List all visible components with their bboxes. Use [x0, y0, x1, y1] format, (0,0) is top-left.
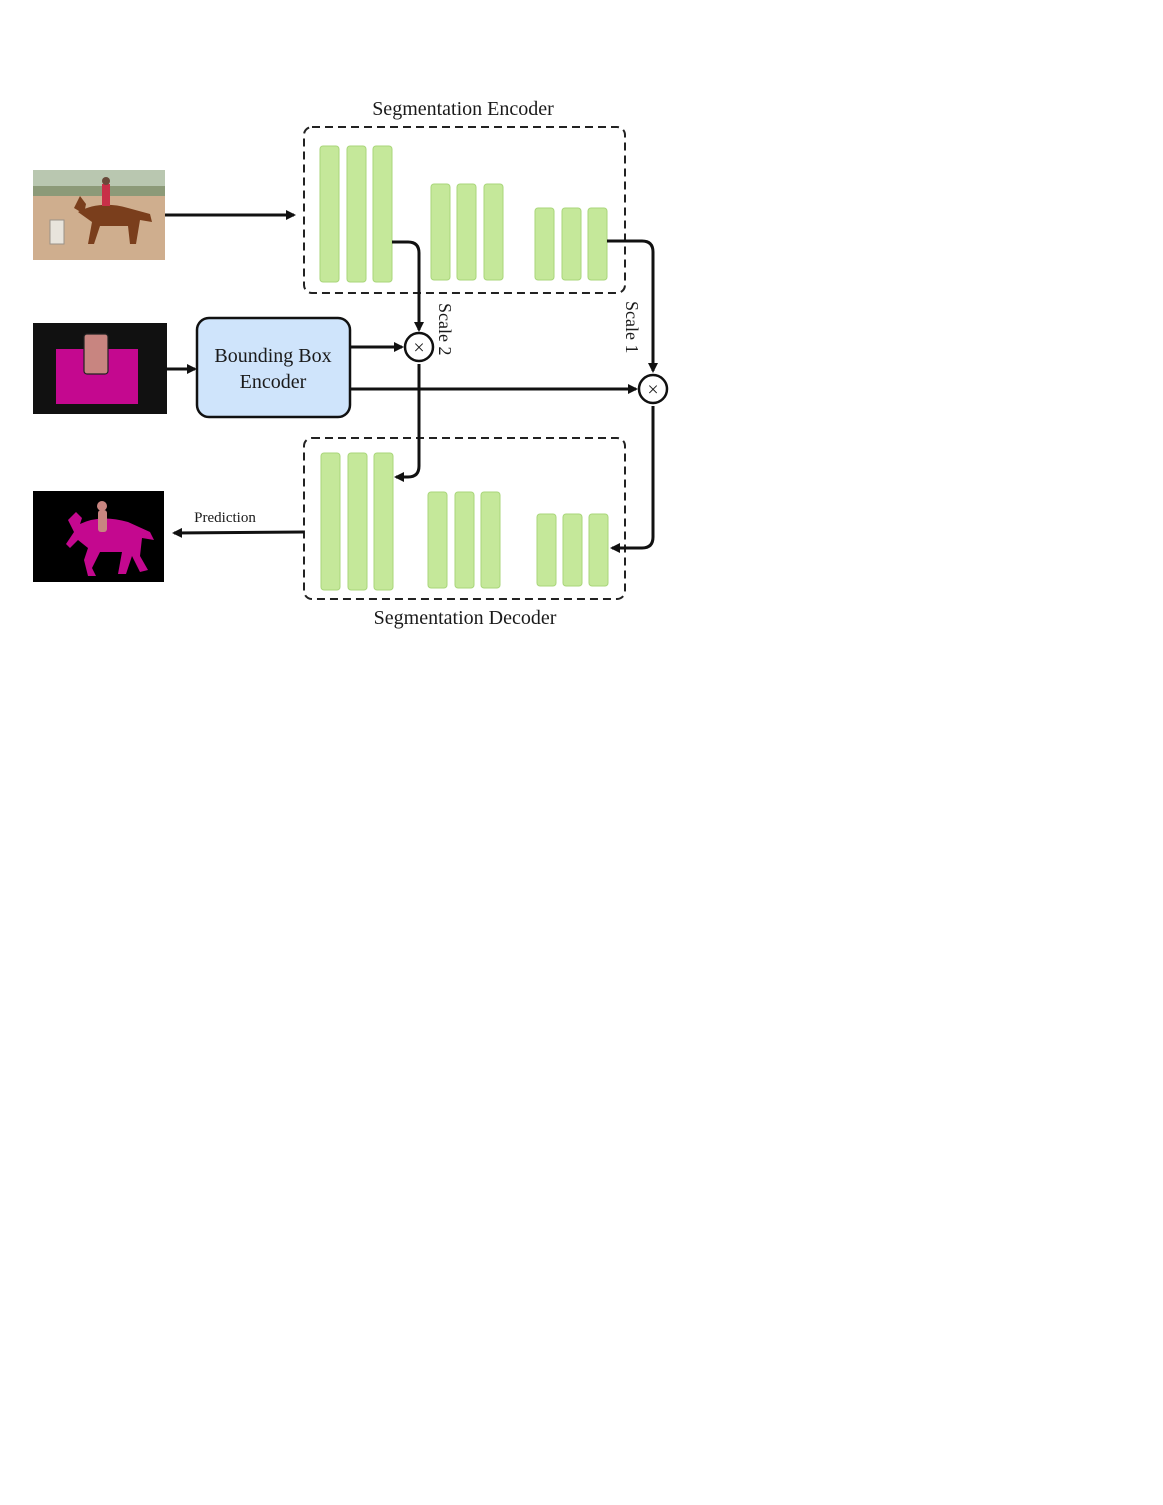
bounding-box-encoder-label-line2: Encoder	[240, 371, 307, 393]
decoder-bar-8	[562, 513, 583, 587]
decoder-bar-9	[588, 513, 609, 587]
prediction-mask-output	[33, 491, 164, 582]
input-photo	[33, 170, 165, 260]
multiply-symbol-scale1: ×	[647, 379, 658, 401]
scale-1-label: Scale 1	[622, 301, 642, 353]
decoder-feature-bars	[320, 452, 609, 591]
encoder-bar-1	[319, 145, 340, 283]
arrow-multiply-scale2-to-decoder	[394, 364, 421, 482]
scale-2-label: Scale 2	[435, 303, 455, 355]
bounding-box-encoder-label-line1: Bounding Box	[214, 345, 331, 367]
arrow-decoder-to-prediction	[172, 527, 305, 538]
encoder-bar-4	[430, 183, 451, 281]
arrow-multiply-scale1-to-decoder	[610, 406, 655, 553]
encoder-bar-5	[456, 183, 477, 281]
decoder-bar-1	[320, 452, 341, 591]
arrow-encoder-to-multiply-scale1	[607, 239, 658, 373]
encoder-bar-9	[587, 207, 608, 281]
encoder-bar-2	[346, 145, 367, 283]
multiply-node-scale1: ×	[637, 373, 669, 405]
arrow-encoder-to-multiply-scale2	[392, 240, 424, 332]
decoder-bar-2	[347, 452, 368, 591]
bbox-mask-input	[33, 323, 167, 414]
multiply-symbol-scale2: ×	[413, 337, 424, 359]
segmentation-encoder-title: Segmentation Encoder	[372, 98, 554, 120]
decoder-bar-4	[427, 491, 448, 589]
multiply-node-scale2: ×	[403, 331, 435, 363]
encoder-bar-8	[561, 207, 582, 281]
encoder-bar-7	[534, 207, 555, 281]
encoder-feature-bars	[319, 145, 608, 283]
segmentation-encoder-region	[303, 126, 626, 294]
prediction-label: Prediction	[194, 510, 256, 526]
segmentation-decoder-region	[303, 437, 626, 600]
encoder-bar-6	[483, 183, 504, 281]
segmentation-decoder-title: Segmentation Decoder	[374, 607, 557, 629]
bounding-box-encoder	[195, 316, 352, 419]
encoder-bar-3	[372, 145, 393, 283]
decoder-bar-7	[536, 513, 557, 587]
decoder-bar-5	[454, 491, 475, 589]
decoder-bar-3	[373, 452, 394, 591]
decoder-bar-6	[480, 491, 501, 589]
